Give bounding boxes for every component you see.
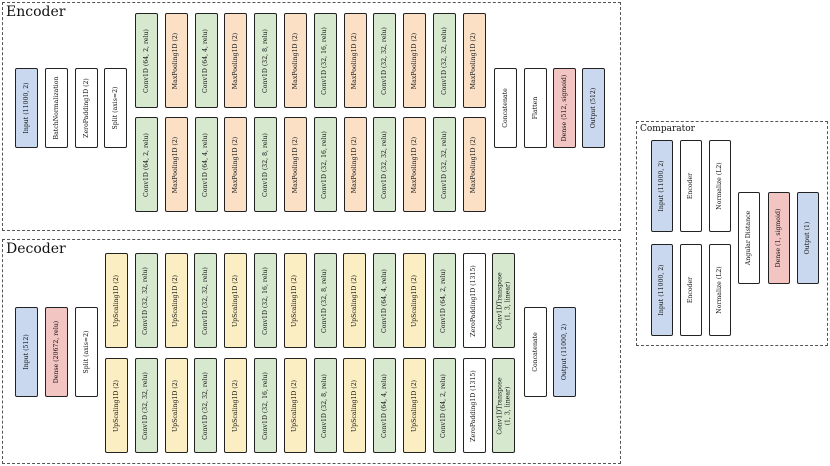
encoder-top-block: Conv1D (32, 32, relu) [373, 13, 397, 108]
encoder-top-block: MaxPooling1D (2) [284, 13, 307, 108]
comparator-panel [636, 121, 828, 346]
decoder-panel [2, 239, 621, 464]
encoder-top-block: MaxPooling1D (2) [343, 13, 367, 108]
comparator-normalize-top: Normalize (L2) [709, 140, 731, 232]
encoder-title: Encoder [6, 4, 66, 20]
decoder-top-block: Conv1DTranspose (1, 3, linear) [492, 253, 516, 348]
comparator-title: Comparator [640, 124, 695, 134]
encoder-top-block: Conv1D (32, 32, relu) [433, 13, 456, 108]
encoder-top-block: MaxPooling1D (2) [164, 13, 188, 108]
encoder-bottom-block: Conv1D (32, 16, relu) [313, 117, 337, 212]
decoder-bottom-block: Conv1D (32, 16, relu) [254, 358, 277, 453]
decoder-top-block: UpScaling1D (2) [283, 253, 307, 348]
decoder-bottom-block: UpScaling1D (2) [105, 358, 128, 453]
encoder-bottom-block: Conv1D (64, 2, relu) [135, 117, 158, 212]
decoder-top-block: Conv1D (32, 32, relu) [194, 253, 218, 348]
encoder-bottom-block: MaxPooling1D (2) [403, 117, 427, 212]
encoder-bottom-block: Conv1D (32, 32, relu) [433, 117, 456, 212]
decoder-output: Output (11000, 2) [553, 307, 576, 397]
comparator-input-top: Input (11000, 2) [651, 140, 673, 232]
decoder-top-block: Conv1D (32, 32, relu) [134, 253, 158, 348]
comparator-dense: Dense (1, sigmoid) [768, 192, 790, 284]
encoder-dense: Dense (512, sigmoid) [553, 68, 576, 148]
decoder-bottom-block: Conv1D (64, 4, relu) [373, 358, 397, 453]
encoder-bottom-block: Conv1D (64, 4, relu) [194, 117, 218, 212]
encoder-bottom-block: MaxPooling1D (2) [164, 117, 188, 212]
decoder-split: Split (axis=2) [75, 307, 98, 397]
encoder-top-block: Conv1D (32, 8, relu) [254, 13, 278, 108]
decoder-top-block: Conv1D (32, 16, relu) [254, 253, 277, 348]
encoder-bottom-block: MaxPooling1D (2) [284, 117, 307, 212]
comparator-normalize-bottom: Normalize (L2) [709, 244, 731, 336]
encoder-top-block: MaxPooling1D (2) [403, 13, 427, 108]
decoder-bottom-block: ZeroPadding1D (1315) [462, 358, 486, 453]
encoder-bottom-block: Conv1D (32, 32, relu) [373, 117, 397, 212]
decoder-bottom-block: UpScaling1D (2) [164, 358, 188, 453]
decoder-concatenate: Concatenate [524, 307, 547, 397]
encoder-zeropad: ZeroPadding1D (2) [75, 68, 98, 148]
encoder-split: Split (axis=2) [104, 68, 127, 148]
encoder-batchnorm: BatchNormalization [45, 68, 68, 148]
decoder-bottom-block: UpScaling1D (2) [224, 358, 248, 453]
decoder-top-block: ZeroPadding1D (1315) [462, 253, 486, 348]
encoder-bottom-block: MaxPooling1D (2) [343, 117, 367, 212]
encoder-top-block: Conv1D (64, 2, relu) [135, 13, 158, 108]
comparator-encoder-bottom: Encoder [680, 244, 702, 336]
encoder-top-block: MaxPooling1D (2) [462, 13, 486, 108]
comparator-angular-distance: Angular Distance [738, 192, 760, 284]
decoder-title: Decoder [6, 241, 66, 257]
decoder-bottom-block: Conv1D (32, 8, relu) [313, 358, 337, 453]
encoder-output: Output (512) [582, 68, 605, 148]
encoder-bottom-block: MaxPooling1D (2) [462, 117, 486, 212]
encoder-input: Input (11000, 2) [15, 68, 38, 148]
decoder-top-block: UpScaling1D (2) [343, 253, 367, 348]
encoder-concatenate: Concatenate [494, 68, 517, 148]
decoder-bottom-block: Conv1D (32, 32, relu) [194, 358, 218, 453]
encoder-top-block: Conv1D (64, 4, relu) [194, 13, 218, 108]
decoder-top-block: UpScaling1D (2) [403, 253, 426, 348]
decoder-top-block: Conv1D (64, 4, relu) [373, 253, 397, 348]
encoder-panel [2, 2, 621, 231]
encoder-bottom-block: Conv1D (32, 8, relu) [254, 117, 278, 212]
decoder-top-block: Conv1D (32, 8, relu) [313, 253, 337, 348]
comparator-output: Output (1) [797, 192, 819, 284]
decoder-bottom-block: Conv1D (64, 2, relu) [432, 358, 456, 453]
comparator-input-bottom: Input (11000, 2) [651, 244, 673, 336]
encoder-bottom-block: MaxPooling1D (2) [224, 117, 248, 212]
encoder-flatten: Flatten [524, 68, 547, 148]
decoder-dense: Dense (20672, relu) [45, 307, 68, 397]
comparator-encoder-top: Encoder [680, 140, 702, 232]
encoder-top-block: Conv1D (32, 16, relu) [313, 13, 337, 108]
decoder-top-block: UpScaling1D (2) [105, 253, 128, 348]
decoder-bottom-block: UpScaling1D (2) [403, 358, 426, 453]
decoder-bottom-block: Conv1D (32, 32, relu) [134, 358, 158, 453]
decoder-bottom-block: Conv1DTranspose (1, 3, linear) [492, 358, 516, 453]
decoder-bottom-block: UpScaling1D (2) [343, 358, 367, 453]
decoder-top-block: UpScaling1D (2) [164, 253, 188, 348]
encoder-top-block: MaxPooling1D (2) [224, 13, 248, 108]
decoder-top-block: Conv1D (64, 2, relu) [432, 253, 456, 348]
decoder-bottom-block: UpScaling1D (2) [283, 358, 307, 453]
decoder-input: Input (512) [15, 307, 38, 397]
decoder-top-block: UpScaling1D (2) [224, 253, 248, 348]
